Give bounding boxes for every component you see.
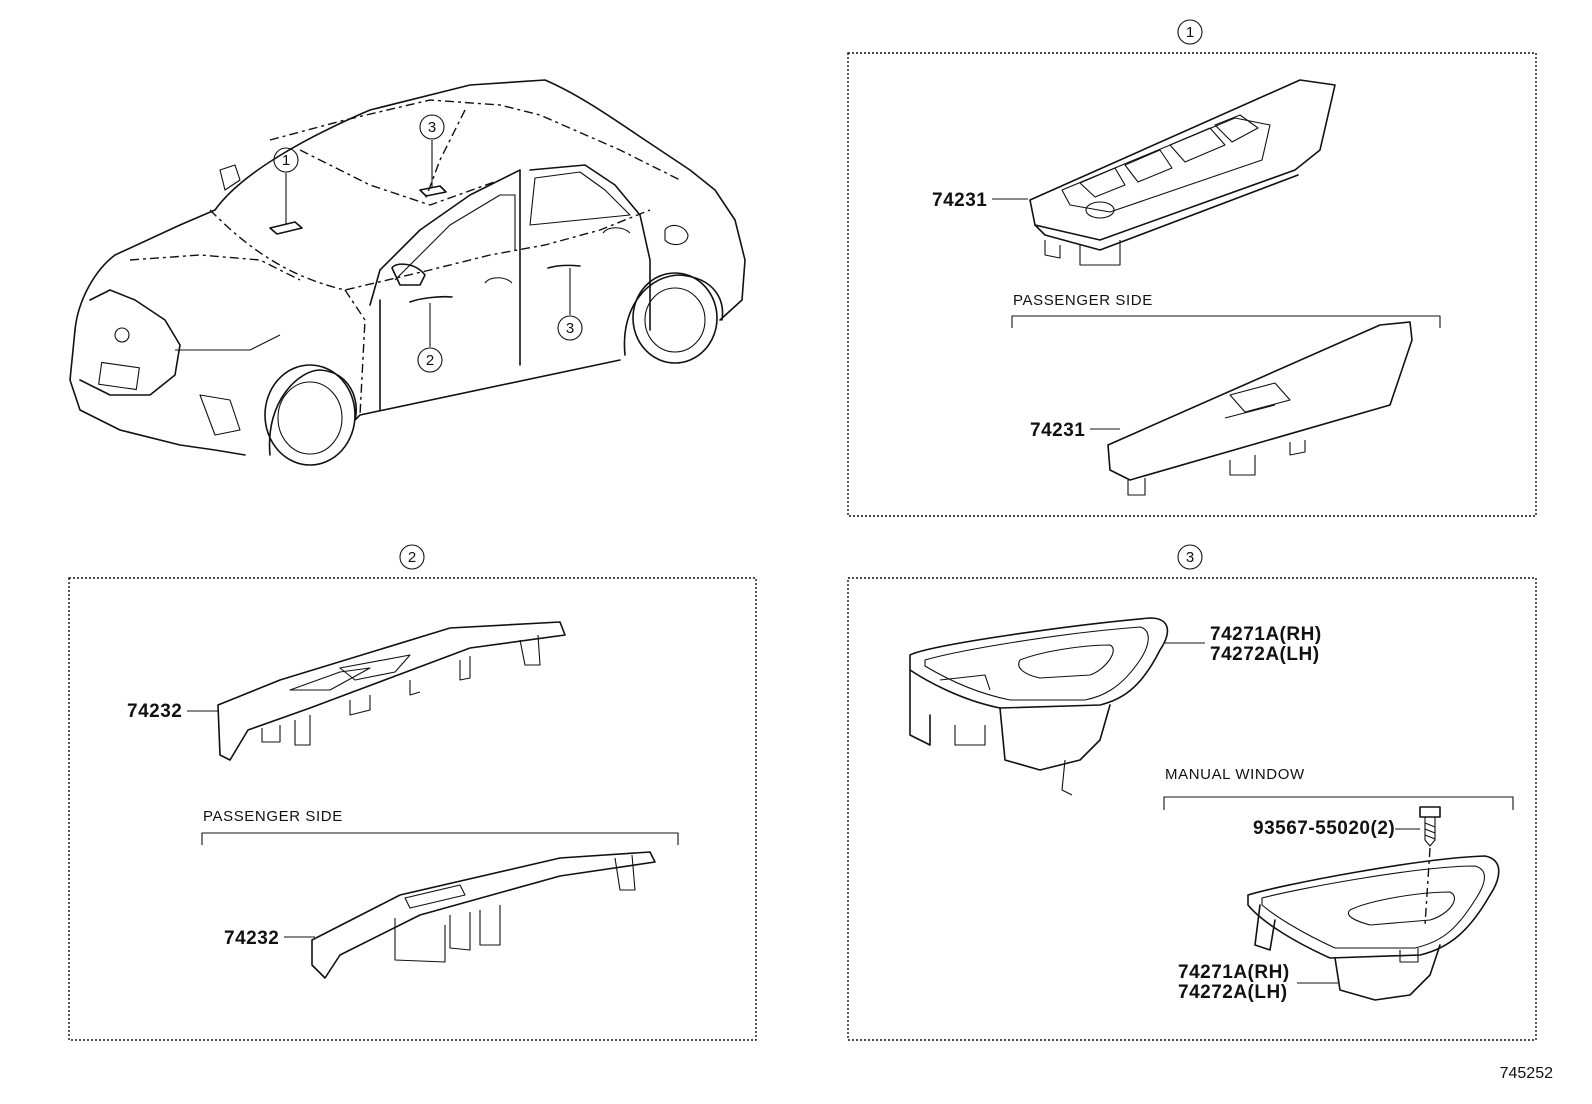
car-callout-2-label: 2 xyxy=(426,352,434,369)
panel-3-screw[interactable] xyxy=(1419,806,1441,926)
panel-3-screw-93567-55020: 93567-55020(2) xyxy=(1253,818,1395,839)
panel-3-part-74272A-lh-manual: 74272A(LH) xyxy=(1178,982,1288,1003)
panel-1-driver-switch[interactable] xyxy=(1029,79,1336,266)
car-callout-2[interactable]: 2 xyxy=(417,347,443,373)
car-callout-1[interactable]: 1 xyxy=(273,147,299,173)
car-callout-3-lower[interactable]: 3 xyxy=(557,315,583,341)
panel-2-passenger-trim[interactable] xyxy=(311,851,656,979)
car-callout-1-label: 1 xyxy=(282,152,290,169)
diagram-id: 745252 xyxy=(1500,1065,1553,1082)
panel-3-part-74271A-rh-manual: 74271A(RH) xyxy=(1178,962,1290,983)
panel-3-callout-label: 3 xyxy=(1186,549,1194,566)
panel-3-part-74272A-lh: 74272A(LH) xyxy=(1210,644,1320,665)
car-callout-3-upper-label: 3 xyxy=(428,119,436,136)
car-callout-3-lower-label: 3 xyxy=(566,320,574,337)
car-callout-3-upper[interactable]: 3 xyxy=(419,114,445,140)
panel-3-inside-handle-bezel[interactable] xyxy=(909,617,1169,796)
panel-2-part-74232-passenger: 74232 xyxy=(224,928,279,949)
panel-2-driver-trim[interactable] xyxy=(217,621,566,761)
panel-1-passenger-switch[interactable] xyxy=(1107,321,1413,496)
car-overview: 1 3 2 3 xyxy=(69,79,746,466)
panel-1-part-74231-passenger: 74231 xyxy=(1030,420,1085,441)
panel-2-passenger-side-label: PASSENGER SIDE xyxy=(203,808,343,825)
panel-1-callout-label: 1 xyxy=(1186,24,1194,41)
panel-3-frame xyxy=(847,577,1537,1041)
panel-2-callout-label: 2 xyxy=(408,549,416,566)
panel-1-part-74231-driver: 74231 xyxy=(932,190,987,211)
panel-3-callout[interactable]: 3 xyxy=(1177,544,1203,570)
panel-1-passenger-side-label: PASSENGER SIDE xyxy=(1013,292,1153,309)
panel-2-bracket xyxy=(201,832,679,845)
panel-1-bracket xyxy=(1011,315,1441,328)
panel-2-part-74232-driver: 74232 xyxy=(127,701,182,722)
panel-1-callout[interactable]: 1 xyxy=(1177,19,1203,45)
panel-1-frame xyxy=(847,52,1537,517)
panel-2-frame xyxy=(68,577,757,1041)
panel-3: 3 74271A(RH) 74272A(LH) MANUAL WINDOW 93… xyxy=(847,544,1537,1041)
panel-2: 2 74232 PASSENGER SIDE 74232 xyxy=(68,544,757,1041)
panel-3-bracket xyxy=(1163,796,1514,810)
panel-1: 1 74231 PASSENGER SIDE 7 xyxy=(847,19,1537,517)
panel-2-callout[interactable]: 2 xyxy=(399,544,425,570)
panel-3-manual-window-label: MANUAL WINDOW xyxy=(1165,766,1305,783)
panel-3-manual-bezel[interactable] xyxy=(1247,855,1500,1001)
panel-3-part-74271A-rh: 74271A(RH) xyxy=(1210,624,1322,645)
